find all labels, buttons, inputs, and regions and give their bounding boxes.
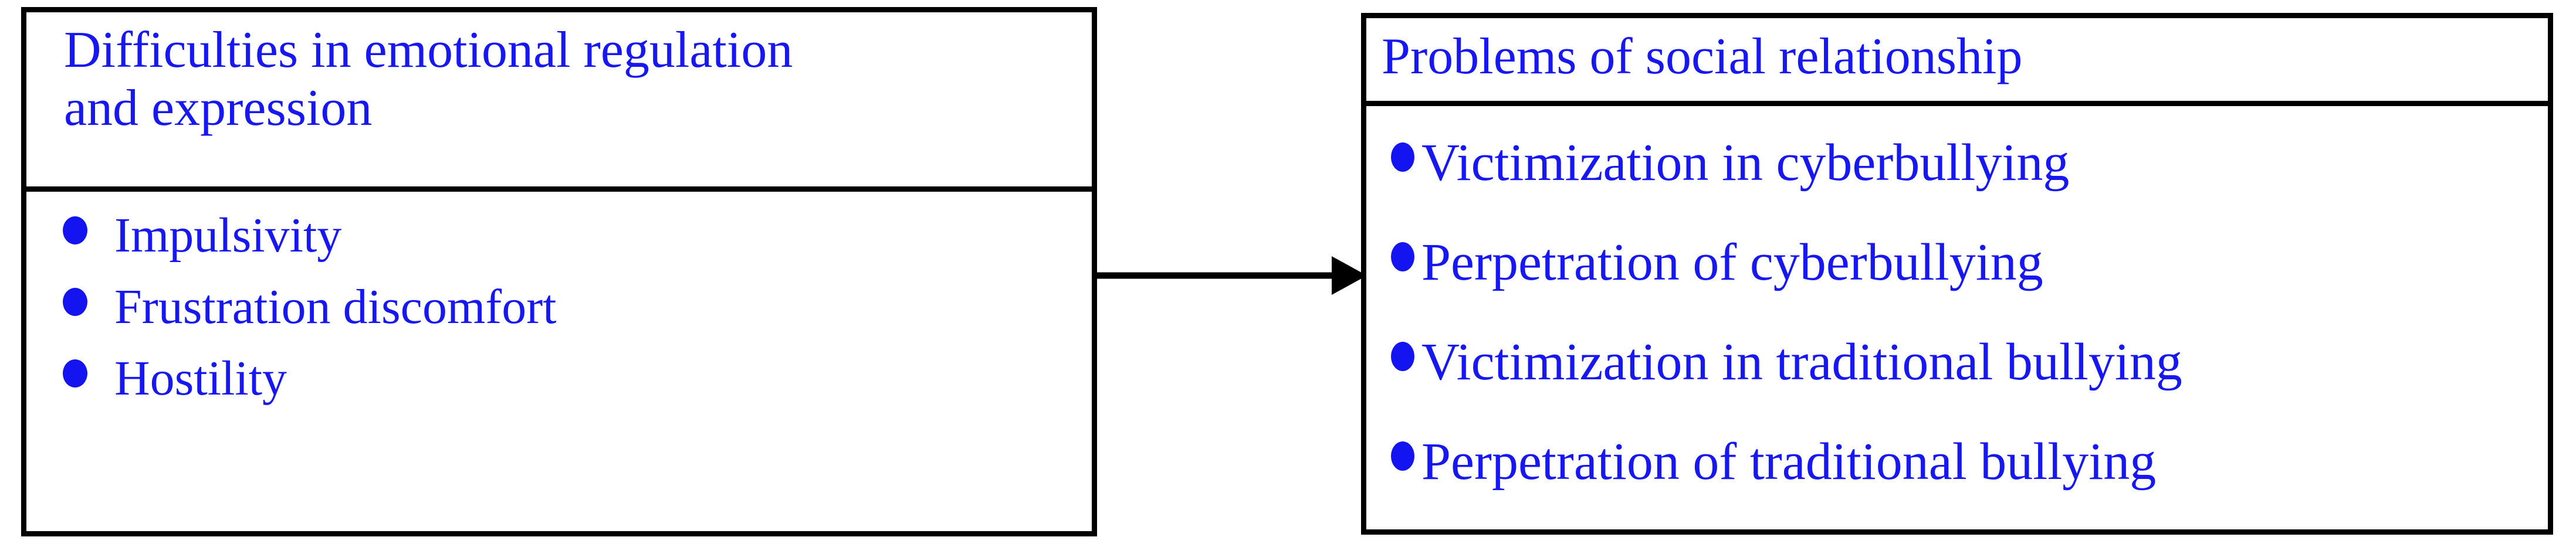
bullet-dot-icon (1391, 441, 1414, 471)
bullet-dot-icon (63, 216, 87, 244)
list-item-label: Perpetration of cyberbullying (1421, 233, 2043, 291)
list-item: Frustration discomfort (63, 271, 1092, 343)
list-item: Hostility (63, 343, 1092, 414)
bullet-dot-icon (63, 288, 87, 316)
list-item-label: Impulsivity (114, 208, 342, 263)
box-header-antecedent: Difficulties in emotional regulation and… (26, 12, 1092, 192)
list-item: Perpetration of cyberbullying (1391, 213, 2548, 312)
flow-box-antecedent: Difficulties in emotional regulation and… (21, 7, 1097, 536)
box-header-outcome: Problems of social relationship (1366, 18, 2548, 106)
box-body-outcome: Victimization in cyberbullying Perpetrat… (1366, 106, 2548, 529)
flow-box-outcome: Problems of social relationship Victimiz… (1361, 13, 2553, 535)
list-item-label: Perpetration of traditional bullying (1421, 433, 2157, 491)
list-item-label: Victimization in cyberbullying (1421, 134, 2070, 192)
list-item-label: Victimization in traditional bullying (1421, 333, 2182, 391)
list-item: Victimization in cyberbullying (1391, 113, 2548, 213)
arrow-right-icon (1094, 256, 1367, 295)
list-item-label: Hostility (114, 351, 287, 406)
bullet-list-outcome: Victimization in cyberbullying Perpetrat… (1366, 106, 2548, 512)
list-item-label: Frustration discomfort (114, 280, 557, 334)
list-item: Perpetration of traditional bullying (1391, 412, 2548, 512)
bullet-list-antecedent: Impulsivity Frustration discomfort Hosti… (26, 192, 1092, 414)
box-title: Problems of social relationship (1382, 28, 2023, 85)
bullet-dot-icon (1391, 342, 1414, 371)
box-title-line-2: and expression (64, 79, 373, 137)
list-item: Victimization in traditional bullying (1391, 312, 2548, 412)
box-body-antecedent: Impulsivity Frustration discomfort Hosti… (26, 192, 1092, 531)
connector-arrow (1094, 249, 1367, 302)
bullet-dot-icon (63, 359, 87, 388)
bullet-dot-icon (1391, 242, 1414, 271)
list-item: Impulsivity (63, 200, 1092, 271)
box-title-line-1: Difficulties in emotional regulation (64, 22, 793, 79)
bullet-dot-icon (1391, 142, 1414, 172)
